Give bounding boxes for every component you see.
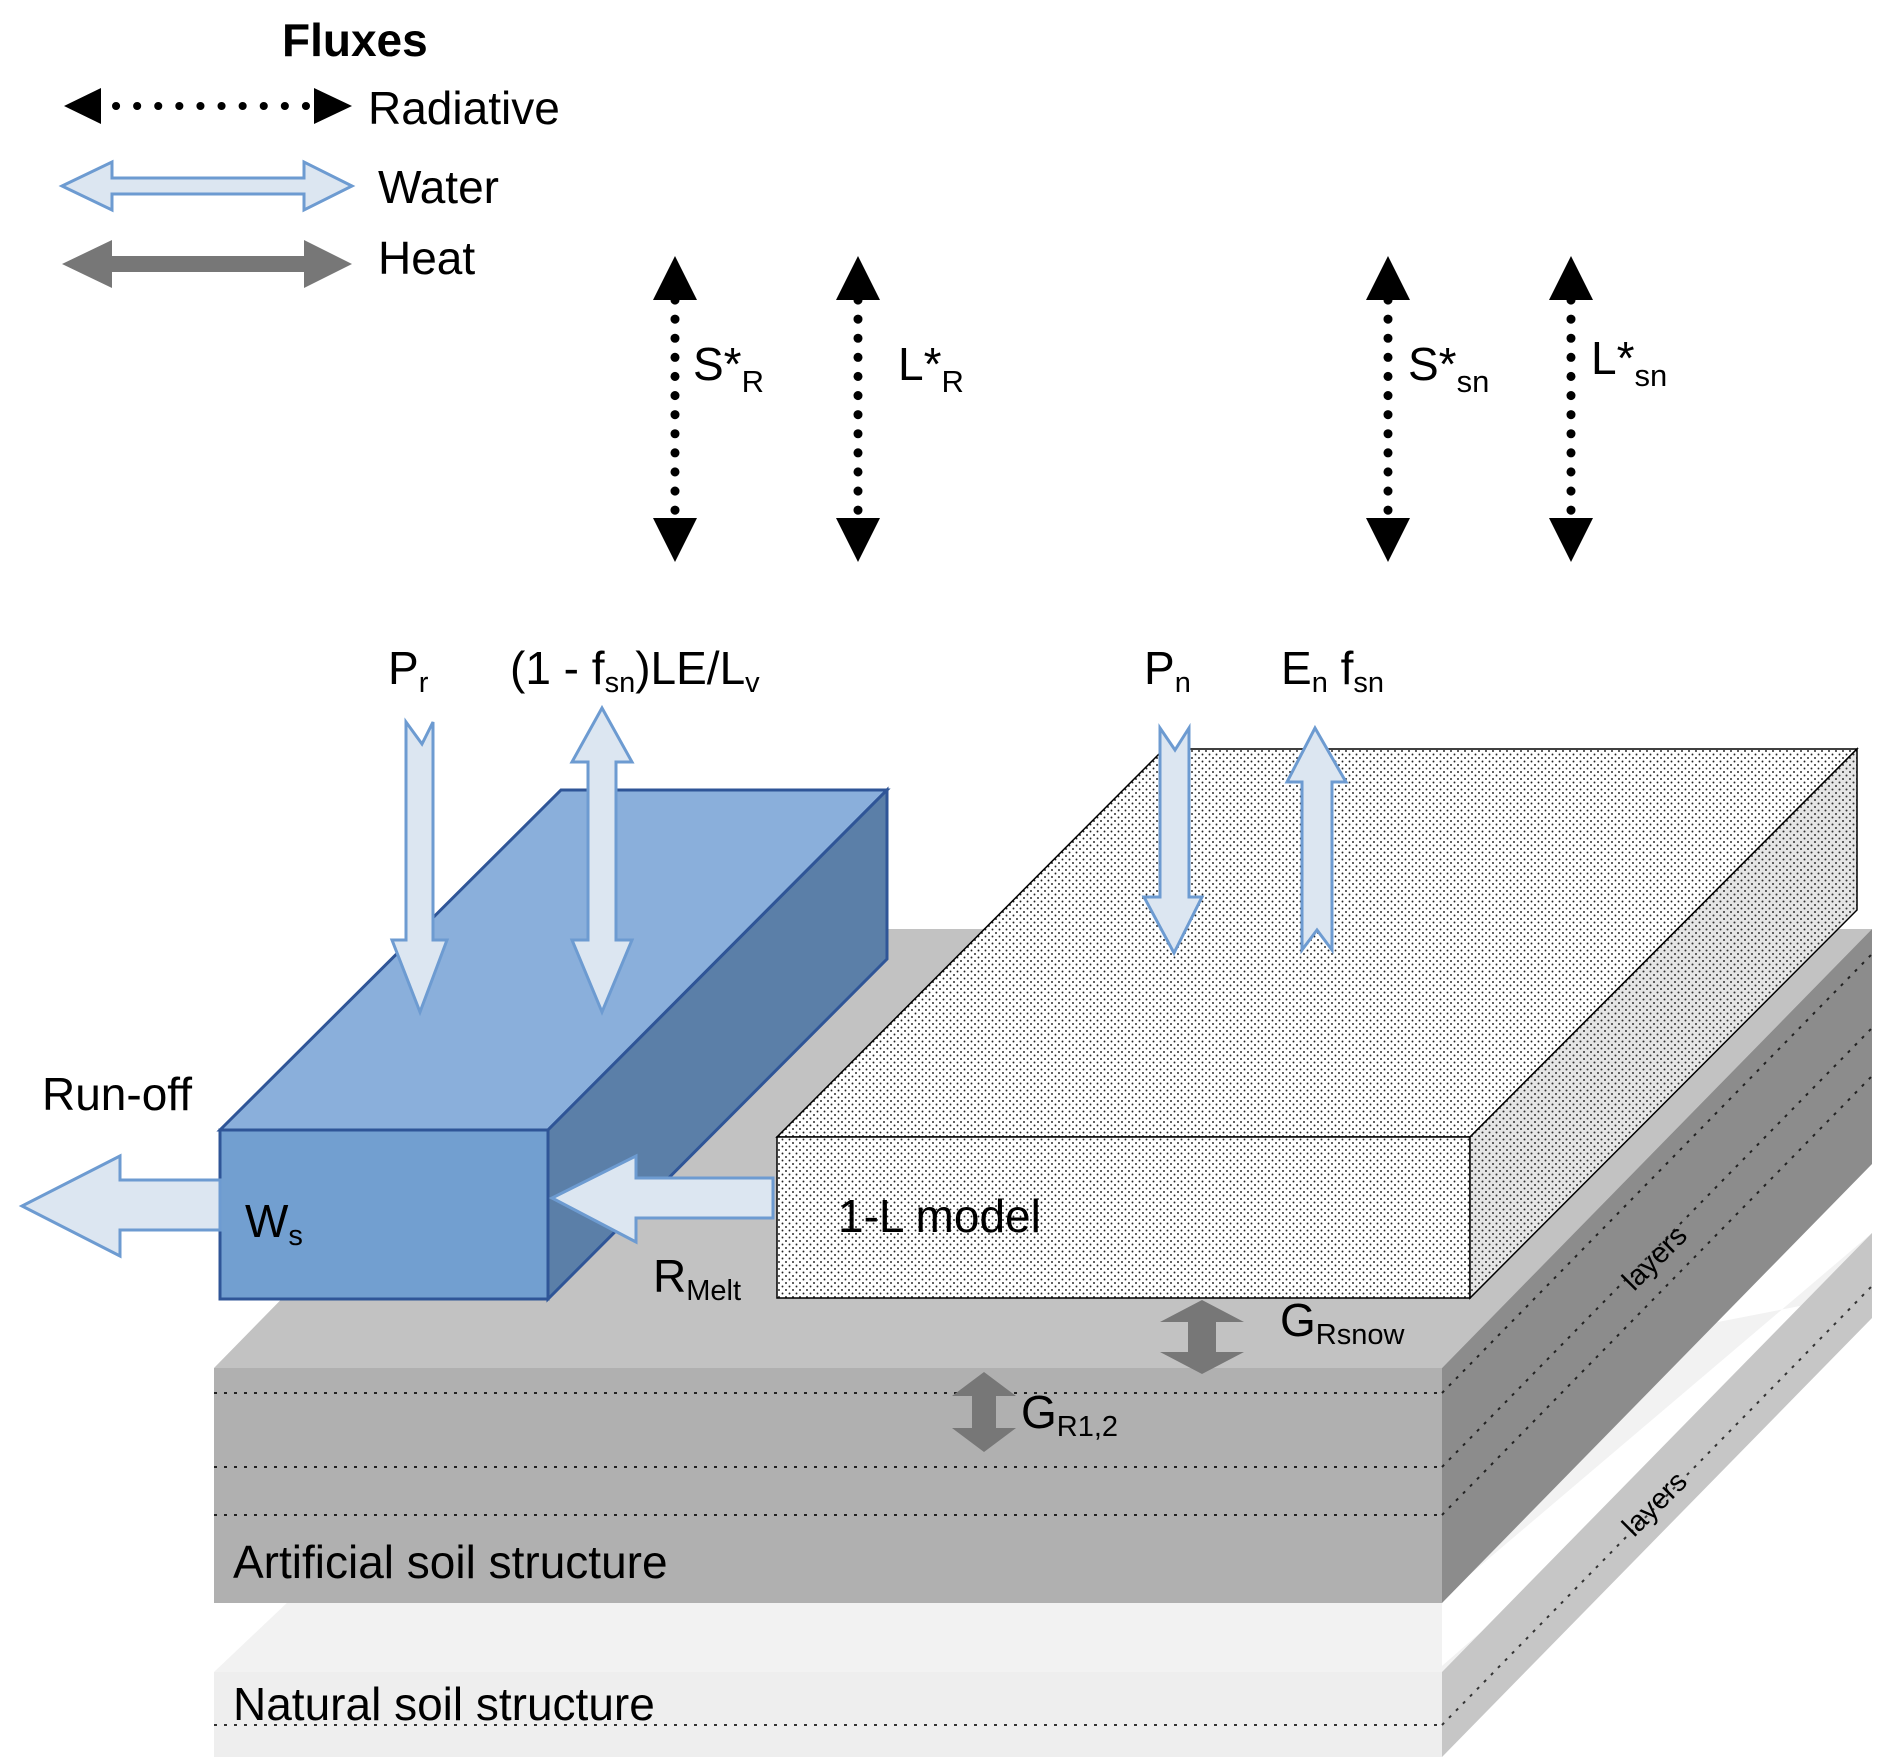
pn-label: Pn [1144, 642, 1191, 699]
artificial-soil-side-layer-3 [1441, 1075, 1873, 1516]
g-r12-label: GR1,2 [1021, 1386, 1118, 1443]
legend: Fluxes Radiative Water Heat [58, 14, 560, 288]
g-rsnow-label: GRsnow [1280, 1294, 1405, 1351]
legend-radiative-icon [64, 88, 352, 124]
g-r12-arrow [952, 1372, 1016, 1452]
l-snow-label: L*sn [1591, 332, 1667, 393]
runoff-label: Run-off [42, 1068, 192, 1120]
natural-soil-front-face [214, 1672, 1442, 1757]
legend-heat-label: Heat [378, 232, 475, 284]
s-road-label: S*R [693, 338, 764, 399]
natural-soil-side-layer-line [1441, 1285, 1873, 1726]
snow-side-face [1469, 747, 1858, 1300]
s-snow-arrow [1366, 256, 1410, 562]
rmelt-arrow [548, 1153, 775, 1245]
legend-heat-icon [62, 240, 352, 288]
rmelt-label: RMelt [653, 1250, 741, 1307]
legend-radiative-label: Radiative [368, 82, 560, 134]
pr-label: Pr [388, 642, 429, 699]
en-label: En fsn [1281, 642, 1384, 699]
natural-soil-top-surface [214, 1600, 1442, 1672]
legend-water-label: Water [378, 161, 499, 213]
radiative-flux-arrows [653, 256, 1593, 562]
pn-arrow [1141, 722, 1205, 957]
artificial-soil-side-layer-2 [1441, 1027, 1873, 1468]
snow-model-block [775, 747, 1859, 1300]
water-flux-arrows [18, 704, 1349, 1259]
le-arrow [569, 704, 635, 1016]
le-label: (1 - fsn)LE/Lv [510, 642, 760, 699]
l-road-arrow [836, 256, 880, 562]
natural-soil-side-face [1442, 1233, 1872, 1757]
l-snow-arrow [1549, 256, 1593, 562]
en-arrow [1284, 724, 1349, 955]
artificial-soil-front-face [214, 1368, 1442, 1603]
runoff-arrow [18, 1153, 222, 1259]
artificial-soil-label: Artificial soil structure [233, 1536, 668, 1588]
l-road-label: L*R [898, 338, 964, 399]
natural-soil-label: Natural soil structure [233, 1678, 655, 1730]
water-store-label: Ws [245, 1195, 303, 1252]
pr-arrow [389, 717, 450, 1017]
legend-title: Fluxes [282, 14, 428, 66]
snow-model-label: 1-L model [838, 1190, 1041, 1242]
artificial-soil-side-face [1442, 929, 1872, 1603]
artificial-soil-side-layer-1 [1441, 953, 1873, 1394]
s-snow-label: S*sn [1408, 338, 1489, 399]
g-rsnow-arrow [1160, 1300, 1244, 1374]
s-road-arrow [653, 256, 697, 562]
heat-flux-arrows [952, 1300, 1244, 1452]
snow-front-face [776, 1136, 1471, 1299]
water-store-front-face [218, 1128, 550, 1301]
legend-water-icon [58, 159, 356, 213]
